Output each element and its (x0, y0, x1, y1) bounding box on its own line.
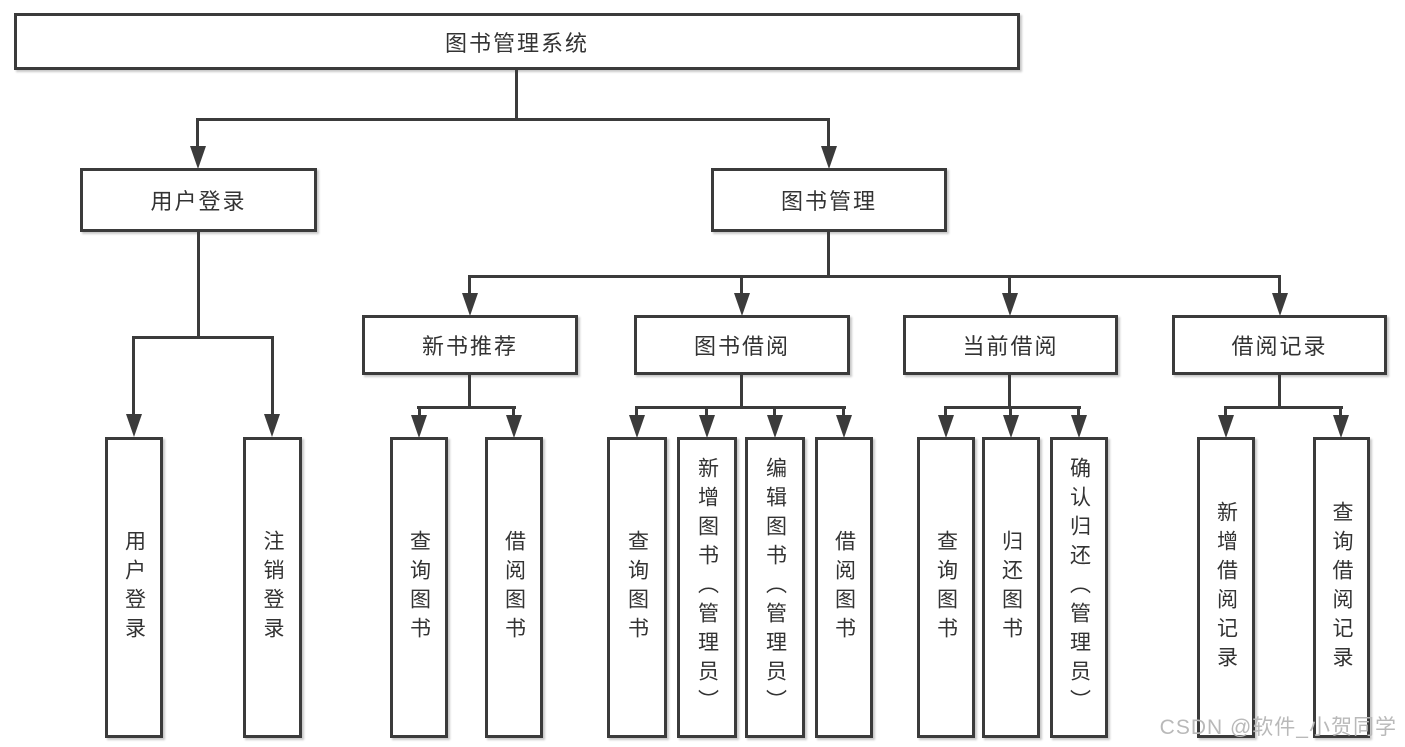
connector-drop (512, 406, 515, 418)
leaf-user-login: 用户登录 (105, 437, 163, 738)
arrowhead-down-icon (126, 414, 142, 437)
arrowhead-down-icon (734, 293, 750, 316)
connector-drop (1224, 406, 1227, 418)
connector-drop (773, 406, 776, 418)
connector-newbook-stem (468, 375, 471, 409)
node-book-management: 图书管理 (711, 168, 947, 232)
arrowhead-down-icon (264, 414, 280, 437)
node-book-borrow: 图书借阅 (634, 315, 850, 375)
leaf-logout: 注销登录 (243, 437, 302, 738)
leaf-label: 查询图书 (407, 529, 431, 646)
leaf-query-borrow-record: 查询借阅记录 (1313, 437, 1370, 738)
connector-borrowrecords-stem (1278, 375, 1281, 409)
connector-drop (418, 406, 421, 418)
connector-drop-new-book (468, 275, 471, 295)
connector-drop (944, 406, 947, 418)
leaf-label: 查询图书 (625, 529, 649, 646)
leaf-add-book-admin: 新增图书（管理员） (677, 437, 737, 738)
connector-drop-book-management (827, 118, 830, 150)
arrowhead-down-icon (836, 415, 852, 438)
connector-drop-leaf-logout (271, 336, 274, 416)
connector-drop-borrow-records (1278, 275, 1281, 295)
node-label: 图书管理系统 (444, 30, 589, 56)
node-borrow-records: 借阅记录 (1172, 315, 1387, 375)
node-label: 图书管理 (780, 189, 877, 214)
node-label: 新书推荐 (421, 334, 518, 359)
connector-bookmgmt-stem (827, 232, 830, 278)
leaf-label: 新增借阅记录 (1214, 500, 1238, 675)
leaf-label: 查询借阅记录 (1330, 500, 1353, 675)
connector-newbook-hline (417, 406, 516, 409)
leaf-query-books-borrow: 查询图书 (607, 437, 667, 738)
connector-userlogin-stem (197, 232, 200, 338)
leaf-label: 用户登录 (122, 529, 146, 646)
arrowhead-down-icon (629, 415, 645, 438)
arrowhead-down-icon (190, 146, 206, 169)
arrowhead-down-icon (699, 415, 715, 438)
arrowhead-down-icon (1003, 415, 1019, 438)
node-label: 图书借阅 (693, 334, 790, 359)
connector-drop-current-borrow (1008, 275, 1011, 295)
leaf-add-borrow-record: 新增借阅记录 (1197, 437, 1255, 738)
csdn-watermark: CSDN @软件_小贺同学 (1159, 716, 1397, 739)
node-label: 用户登录 (150, 189, 247, 214)
arrowhead-down-icon (1272, 293, 1288, 316)
leaf-query-books-current: 查询图书 (917, 437, 975, 738)
node-label: 当前借阅 (962, 334, 1059, 359)
connector-bookborrow-hline (635, 406, 846, 409)
connector-drop (705, 406, 708, 418)
leaf-query-books-recommend: 查询图书 (390, 437, 448, 738)
leaf-borrow-books: 借阅图书 (815, 437, 873, 738)
connector-drop (1009, 406, 1012, 418)
connector-userlogin-hline (132, 336, 273, 339)
connector-drop-book-borrow (740, 275, 743, 295)
connector-borrowrecords-hline (1224, 406, 1343, 409)
connector-drop-leaf-user-login (132, 336, 135, 416)
arrowhead-down-icon (1333, 415, 1349, 438)
leaf-label: 查询图书 (934, 529, 958, 646)
node-label: 借阅记录 (1231, 334, 1328, 359)
arrowhead-down-icon (767, 415, 783, 438)
arrowhead-down-icon (1071, 415, 1087, 438)
connector-drop (842, 406, 845, 418)
node-current-borrow: 当前借阅 (903, 315, 1118, 375)
leaf-confirm-return-admin: 确认归还（管理员） (1050, 437, 1108, 738)
arrowhead-down-icon (506, 415, 522, 438)
leaf-label: 借阅图书 (832, 529, 856, 646)
arrowhead-down-icon (462, 293, 478, 316)
node-library-management-system: 图书管理系统 (14, 13, 1020, 70)
arrowhead-down-icon (821, 146, 837, 169)
arrowhead-down-icon (411, 415, 427, 438)
connector-root-hline (196, 118, 830, 121)
arrowhead-down-icon (1218, 415, 1234, 438)
connector-drop-user-login (196, 118, 199, 150)
connector-root-stem (515, 70, 518, 118)
leaf-borrow-books-recommend: 借阅图书 (485, 437, 543, 738)
leaf-label: 编辑图书（管理员） (763, 457, 787, 718)
leaf-label: 确认归还（管理员） (1067, 457, 1091, 718)
connector-currentborrow-hline (944, 406, 1081, 409)
leaf-return-book: 归还图书 (982, 437, 1040, 738)
node-new-book-recommend: 新书推荐 (362, 315, 578, 375)
arrowhead-down-icon (1002, 293, 1018, 316)
connector-currentborrow-stem (1008, 375, 1011, 409)
connector-bookmgmt-hline (468, 275, 1281, 278)
leaf-label: 注销登录 (261, 529, 284, 646)
node-user-login: 用户登录 (80, 168, 317, 232)
connector-drop (1339, 406, 1342, 418)
leaf-label: 借阅图书 (502, 529, 526, 646)
connector-drop (1077, 406, 1080, 418)
leaf-label: 新增图书（管理员） (695, 457, 719, 718)
connector-drop (635, 406, 638, 418)
connector-bookborrow-stem (740, 375, 743, 409)
arrowhead-down-icon (938, 415, 954, 438)
leaf-label: 归还图书 (999, 529, 1023, 646)
leaf-edit-book-admin: 编辑图书（管理员） (745, 437, 805, 738)
